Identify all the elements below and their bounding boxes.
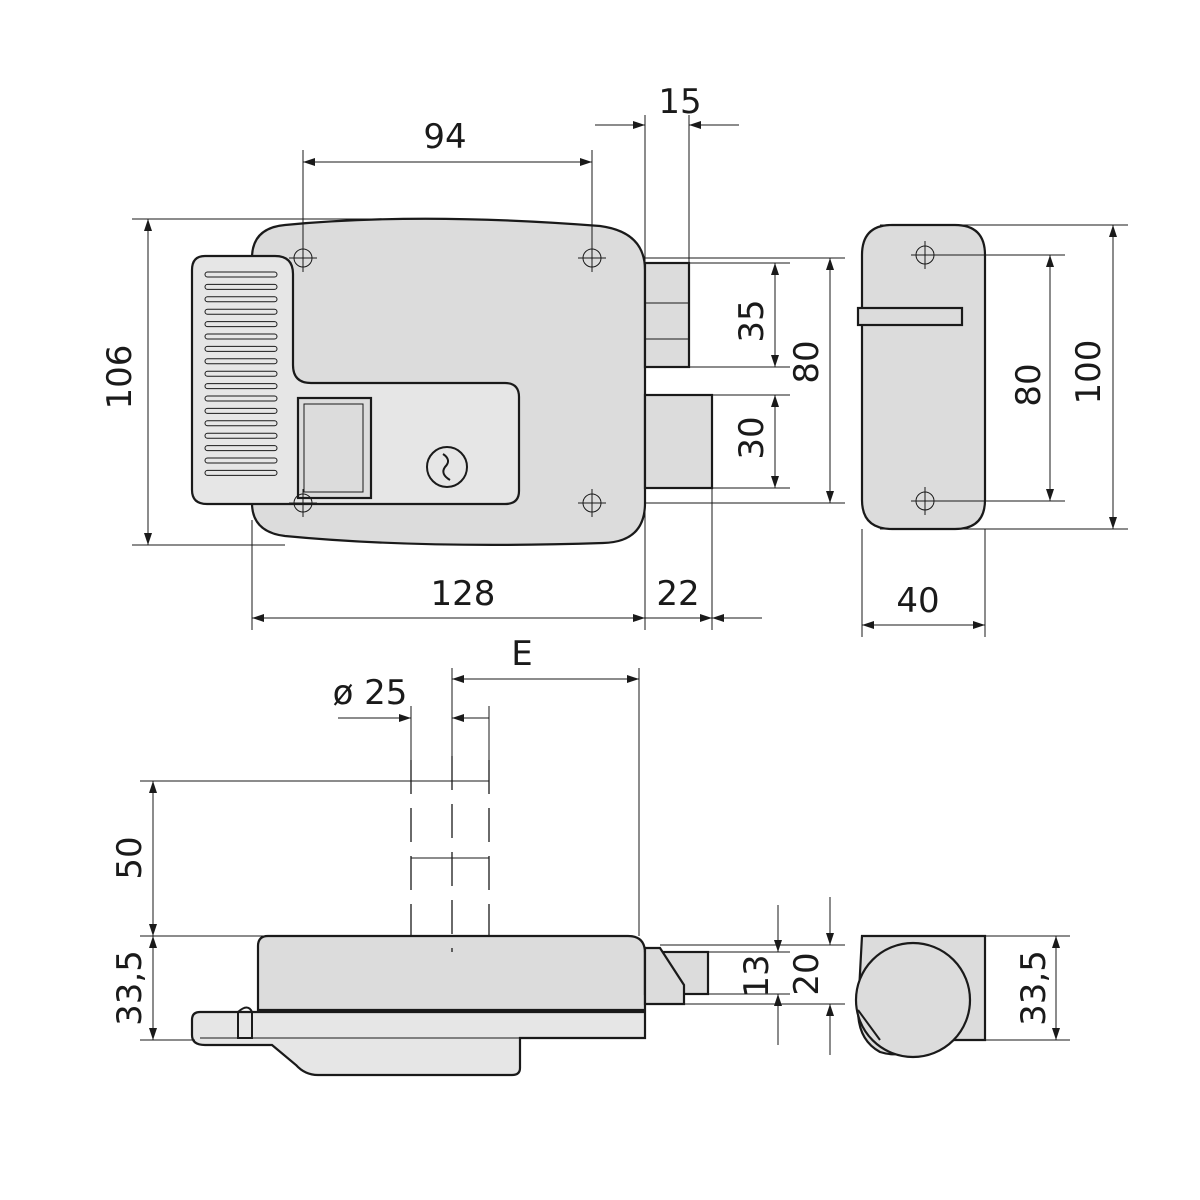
front-view xyxy=(190,217,714,546)
grip-rib xyxy=(204,358,278,365)
strike-dim-33-5: 33,5 xyxy=(1014,950,1054,1026)
grip-rib xyxy=(204,321,278,328)
grip-rib xyxy=(204,432,278,439)
grip-rib xyxy=(204,296,278,303)
lock-body-side xyxy=(256,934,647,1012)
strike-plate xyxy=(860,223,987,531)
dim-22: 22 xyxy=(656,574,699,614)
push-button-inner xyxy=(303,403,364,493)
strike-side-view: 33,5 xyxy=(854,934,1070,1059)
key-cylinder-icon xyxy=(426,446,468,488)
strike-side-cylinder xyxy=(854,941,972,1059)
cover-plate xyxy=(190,254,521,506)
grip-rib xyxy=(204,271,278,278)
grip-rib xyxy=(204,420,278,427)
grip-rib xyxy=(204,345,278,352)
grip-rib xyxy=(204,407,278,414)
strike-dim-100: 100 xyxy=(1069,340,1109,405)
strike-dim-80: 80 xyxy=(1009,363,1049,406)
grip-rib xyxy=(204,283,278,290)
dim-20: 20 xyxy=(787,952,827,995)
front-dimensions: 94 15 106 35 30 80 128 22 xyxy=(100,82,845,630)
grip-rib xyxy=(204,333,278,340)
grip-rib xyxy=(204,383,278,390)
dim-15: 15 xyxy=(658,82,701,122)
strike-plate-view: 80 100 40 xyxy=(856,223,1128,637)
side-dimensions: E ø 25 50 33,5 13 20 xyxy=(110,634,845,1055)
grip-rib xyxy=(204,370,278,377)
latch-bolt xyxy=(643,261,691,369)
dim-80: 80 xyxy=(787,340,827,383)
dim-128: 128 xyxy=(431,574,496,614)
grip-rib xyxy=(204,308,278,315)
dim-30: 30 xyxy=(732,416,772,459)
strike-dim-40: 40 xyxy=(896,581,939,621)
dim-d25: ø 25 xyxy=(333,673,408,713)
dim-35: 35 xyxy=(732,299,772,342)
dim-94: 94 xyxy=(423,117,466,157)
grip-ribs xyxy=(204,271,278,476)
grip-rib xyxy=(204,457,278,464)
latch-bolt-edge xyxy=(644,302,690,340)
strike-slot xyxy=(856,306,964,327)
dim-33-5: 33,5 xyxy=(110,950,150,1026)
dim-E: E xyxy=(511,634,532,674)
grip-rib xyxy=(204,395,278,402)
side-view xyxy=(190,756,710,1077)
push-button xyxy=(296,396,373,500)
dim-106: 106 xyxy=(100,345,140,410)
dead-bolt xyxy=(643,393,714,490)
grip-rib xyxy=(204,445,278,452)
latch-side xyxy=(643,946,686,1006)
grip-rib xyxy=(204,469,278,476)
cover-plate-side xyxy=(190,1010,647,1077)
dim-50: 50 xyxy=(110,836,150,879)
dim-13: 13 xyxy=(737,954,777,997)
